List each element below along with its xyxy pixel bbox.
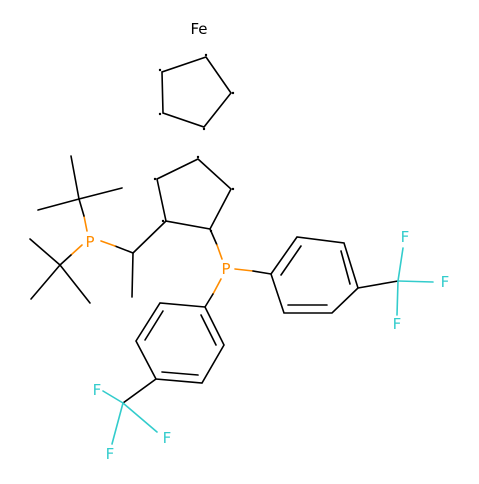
diarylphosphino-group: P — [204, 228, 272, 308]
atom-p1-label: P — [85, 233, 94, 251]
atom-f4-label: F — [93, 381, 102, 399]
ethyl-linker — [100, 220, 167, 298]
atom-f3-label: F — [393, 315, 402, 333]
aryl-ring-right — [270, 236, 399, 314]
di-tert-butylphosphino-group: P — [29, 155, 123, 304]
atom-f1-label: F — [401, 228, 410, 246]
cf3-group-right: F F F — [393, 228, 450, 333]
cp-ring-upper — [158, 53, 235, 131]
atom-p2-label: P — [221, 260, 230, 278]
atom-f6-label: F — [106, 445, 115, 463]
atom-fe-label: Fe — [190, 20, 207, 38]
cp-ring-lower — [153, 155, 235, 233]
atom-f2-label: F — [441, 273, 450, 291]
atom-f5-label: F — [163, 429, 172, 447]
aryl-ring-lower — [122, 302, 225, 404]
cf3-group-lower: F F F — [93, 381, 172, 463]
